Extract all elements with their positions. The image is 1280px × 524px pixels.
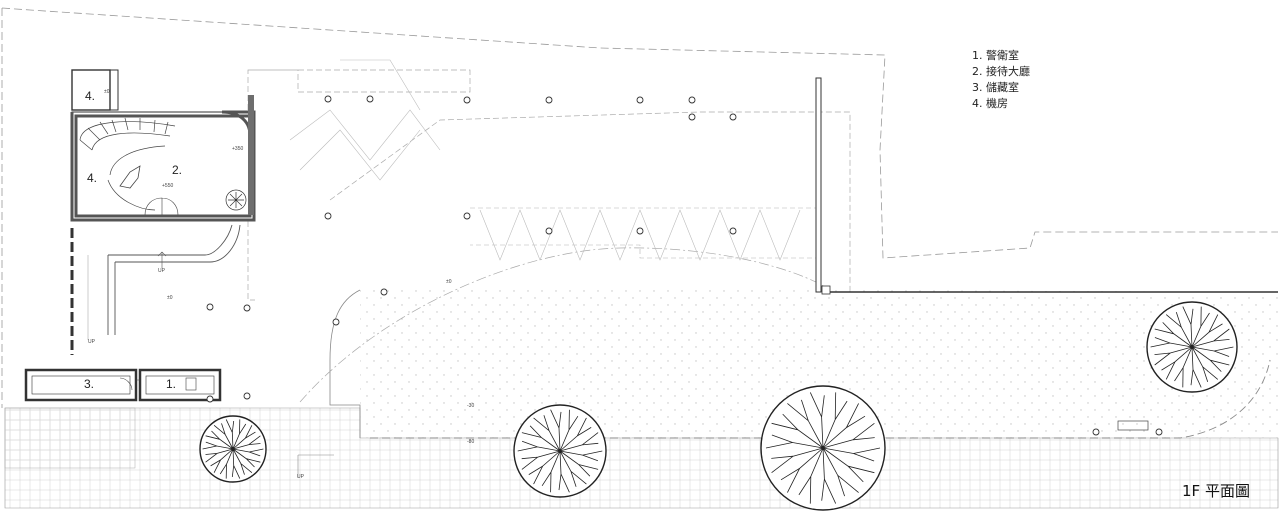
light-fixture-icon — [206, 303, 214, 311]
light-fixture-icon — [729, 113, 737, 121]
light-fixture-icon — [688, 96, 696, 104]
light-fixture-icon — [636, 227, 644, 235]
up-mark-plaza: UP — [297, 474, 305, 480]
legend-item-4: 4. 機房 — [972, 96, 1008, 110]
light-fixture-icon — [324, 212, 332, 220]
drawing-title: 1F 平面圖 — [1182, 482, 1250, 500]
level-plus550: +550 — [162, 183, 173, 189]
reception-desk — [119, 165, 141, 189]
room-label-4-stair: 4. — [87, 171, 97, 185]
legend-item-3: 3. 儲藏室 — [972, 80, 1019, 94]
legend-item-2: 2. 接待大廳 — [972, 64, 1030, 78]
light-fixture-icon — [729, 227, 737, 235]
light-fixture-icon — [463, 212, 471, 220]
light-fixture-icon — [324, 95, 332, 103]
up-mark-left: UP — [88, 339, 96, 345]
light-fixture-icon — [366, 95, 374, 103]
tree-icon — [760, 385, 886, 511]
site-boundary — [1, 7, 1278, 408]
guard-room — [138, 368, 222, 402]
light-fixture-icon — [545, 227, 553, 235]
light-fixture-icon — [243, 392, 251, 400]
courtyard-area — [360, 290, 1278, 438]
light-fixture-icon — [380, 288, 388, 296]
plant-icon — [225, 189, 247, 211]
room-label-2: 2. — [172, 163, 182, 177]
light-fixture-icon — [1155, 428, 1163, 436]
upper-outline-3 — [470, 207, 821, 259]
trees — [199, 301, 1238, 511]
light-fixture-icon — [206, 395, 214, 403]
room-label-4-top: 4. — [85, 89, 95, 103]
light-fixture-icon — [243, 304, 251, 312]
room-label-1: 1. — [166, 377, 176, 391]
tree-icon — [1146, 301, 1238, 393]
storage-room — [24, 368, 138, 402]
light-fixture-icon — [1092, 428, 1100, 436]
level-zero-courtyard: ±0 — [446, 279, 452, 285]
partition-wall — [815, 77, 822, 293]
level-zero-corridor: ±0 — [167, 295, 173, 301]
legend-item-1: 1. 警衛室 — [972, 48, 1019, 62]
bench — [1117, 420, 1149, 431]
tree-icon — [513, 404, 607, 498]
room-4-top — [71, 69, 111, 111]
tree-icon — [199, 415, 267, 483]
ramp-hatch — [289, 59, 801, 261]
door-arcs — [144, 197, 179, 216]
room-label-3: 3. — [84, 377, 94, 391]
level-minus80: -80 — [467, 439, 474, 445]
level-zero-top: ±0 — [104, 89, 110, 95]
light-fixture-icon — [688, 113, 696, 121]
upper-outline-2 — [329, 111, 851, 290]
legend: 1. 警衛室 2. 接待大廳 3. 儲藏室 4. 機房 — [972, 48, 1030, 110]
arc-dashdot — [299, 247, 831, 403]
step-strip — [4, 407, 136, 469]
level-minus30: -30 — [467, 403, 474, 409]
up-mark-corridor: UP — [158, 268, 166, 274]
light-fixture-icon — [636, 96, 644, 104]
light-fixture-icon — [545, 96, 553, 104]
courtyard-curve — [329, 289, 361, 438]
corridor-ramp — [107, 224, 241, 335]
light-fixture-icon — [332, 318, 340, 326]
light-fixtures — [206, 95, 1163, 436]
spiral-stair — [79, 117, 176, 211]
light-fixture-icon — [463, 96, 471, 104]
courtyard-inner-dashed — [370, 359, 1271, 439]
upper-outline — [247, 69, 471, 301]
level-plus350: +350 — [232, 146, 243, 152]
